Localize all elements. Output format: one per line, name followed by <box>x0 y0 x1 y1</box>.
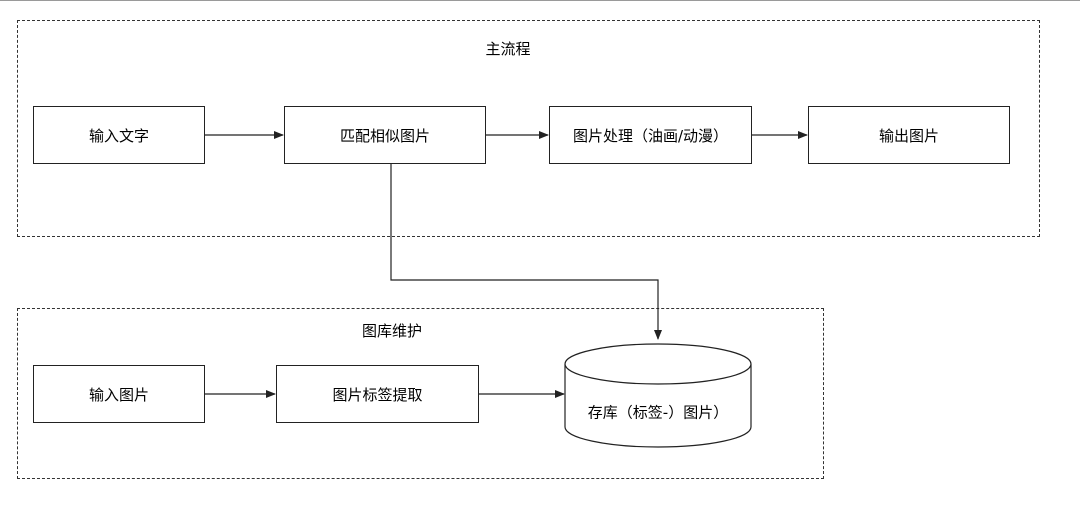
main-flow-group <box>17 20 1040 237</box>
node-output-image[interactable]: 输出图片 <box>808 106 1010 164</box>
node-extract-image-tags[interactable]: 图片标签提取 <box>276 365 479 423</box>
node-image-processing[interactable]: 图片处理（油画/动漫） <box>549 106 752 164</box>
node-store-database-label[interactable]: 存库（标签-）图片） <box>587 403 729 422</box>
library-group-title: 图库维护 <box>361 322 423 340</box>
library-group <box>17 308 824 479</box>
node-input-text[interactable]: 输入文字 <box>33 106 205 164</box>
main-flow-group-title: 主流程 <box>485 40 531 58</box>
node-match-similar-images[interactable]: 匹配相似图片 <box>284 106 486 164</box>
database-cylinder-icon <box>564 343 752 448</box>
top-border-line <box>0 0 1080 1</box>
node-input-image[interactable]: 输入图片 <box>33 365 205 423</box>
edge-match-to-store <box>390 164 662 340</box>
